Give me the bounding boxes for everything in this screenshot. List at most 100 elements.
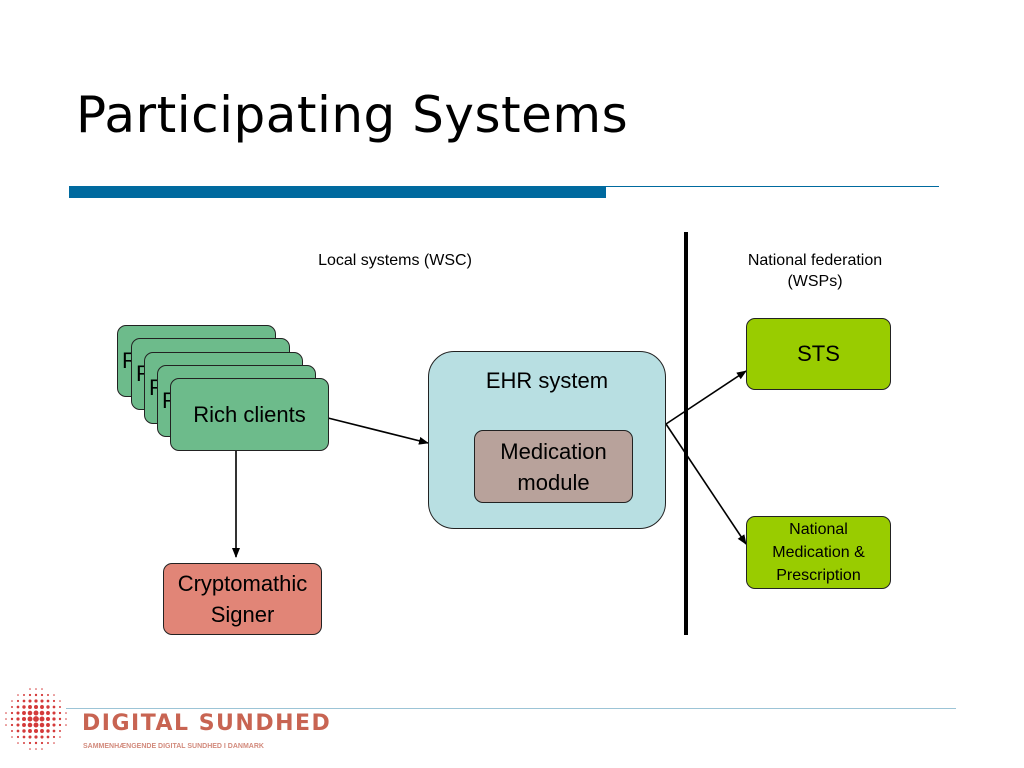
logo-dot bbox=[58, 711, 62, 715]
logo-dot bbox=[16, 717, 20, 721]
title-underline-thick bbox=[69, 186, 606, 198]
sts-box: STS bbox=[746, 318, 891, 390]
logo-dot bbox=[52, 735, 56, 739]
logo-dot bbox=[46, 705, 50, 709]
logo-dot bbox=[59, 730, 61, 732]
arrow-ehr-to-nmp bbox=[665, 423, 747, 545]
logo-dot bbox=[41, 688, 43, 690]
rich-clients-box: Rich clients bbox=[170, 378, 329, 451]
logo-dot bbox=[17, 694, 19, 696]
logo-dot bbox=[58, 723, 62, 727]
logo-dot bbox=[52, 717, 56, 721]
logo-dot bbox=[65, 712, 67, 714]
logo-dot bbox=[46, 729, 50, 733]
logo-dot bbox=[40, 729, 44, 733]
logo-dot bbox=[22, 729, 26, 733]
logo-dot bbox=[28, 705, 32, 709]
logo-dot bbox=[65, 718, 67, 720]
logo-dot bbox=[34, 699, 38, 703]
logo-dot bbox=[52, 699, 56, 703]
logo-dot bbox=[58, 717, 62, 721]
logo-dot bbox=[29, 688, 31, 690]
logo-dot bbox=[33, 704, 39, 710]
logo-dot bbox=[52, 729, 56, 733]
logo-dot bbox=[41, 748, 43, 750]
logo-name: DIGITAL SUNDHED bbox=[82, 711, 332, 736]
logo-dot bbox=[33, 728, 39, 734]
logo-dot bbox=[40, 699, 44, 703]
logo-dot bbox=[5, 712, 7, 714]
logo-dot bbox=[28, 693, 32, 697]
logo-dot bbox=[22, 699, 26, 703]
logo-dot bbox=[16, 723, 20, 727]
logo-dot bbox=[45, 716, 51, 722]
logo-dot bbox=[5, 718, 7, 720]
federation-divider bbox=[684, 232, 688, 635]
logo-dot bbox=[59, 706, 61, 708]
logo-dot bbox=[22, 735, 26, 739]
logo-dot bbox=[28, 735, 32, 739]
logo-dot bbox=[16, 729, 20, 733]
logo-dot bbox=[27, 722, 33, 728]
footer-divider bbox=[66, 708, 956, 709]
logo-dot bbox=[40, 693, 44, 697]
logo-dot bbox=[34, 693, 38, 697]
logo-dot bbox=[29, 748, 31, 750]
logo-dot bbox=[35, 748, 37, 750]
national-label-line2: (WSPs) bbox=[787, 273, 843, 290]
medication-module-box: Medication module bbox=[474, 430, 633, 503]
crypto-line2: Signer bbox=[210, 602, 275, 627]
logo-dot bbox=[27, 716, 33, 722]
logo-dot bbox=[33, 710, 39, 716]
logo-dot bbox=[5, 724, 7, 726]
national-federation-label: National federation (WSPs) bbox=[720, 250, 910, 292]
logo-dot bbox=[46, 711, 50, 715]
logo-dot bbox=[28, 729, 32, 733]
national-medication-prescription-box: National Medication & Prescription bbox=[746, 516, 891, 589]
logo-dot bbox=[52, 705, 56, 709]
logo-dot bbox=[47, 742, 49, 744]
logo-dot bbox=[33, 716, 39, 722]
logo-dot bbox=[52, 723, 56, 727]
logo-dot bbox=[16, 705, 20, 709]
national-label-line1: National federation bbox=[747, 252, 883, 269]
logo-dot bbox=[10, 711, 14, 715]
logo-dot bbox=[22, 705, 26, 709]
logo-dot bbox=[59, 736, 61, 738]
logo-dot bbox=[28, 699, 32, 703]
logo-dot bbox=[39, 716, 45, 722]
logo-dot bbox=[40, 735, 44, 739]
nmp-line2: Medication & bbox=[772, 544, 865, 561]
logo-dot bbox=[59, 700, 61, 702]
logo-dot bbox=[10, 723, 14, 727]
nmp-line1: National bbox=[789, 521, 848, 538]
logo-dot bbox=[16, 699, 20, 703]
medication-line2: module bbox=[517, 469, 590, 495]
logo-dot bbox=[28, 741, 32, 745]
logo-dot bbox=[10, 717, 14, 721]
ehr-system-label: EHR system bbox=[485, 368, 609, 393]
logo-dot bbox=[65, 724, 67, 726]
logo-dot bbox=[21, 716, 27, 722]
cryptomathic-signer-box: Cryptomathic Signer bbox=[163, 563, 322, 635]
logo-dot bbox=[39, 710, 45, 716]
nmp-line3: Prescription bbox=[776, 567, 861, 584]
logo-dot bbox=[46, 723, 50, 727]
logo-dot bbox=[11, 706, 13, 708]
logo-dot bbox=[16, 711, 20, 715]
digital-sundhed-logo-icon bbox=[5, 688, 67, 750]
arrow-ehr-to-sts bbox=[665, 370, 747, 425]
logo-dot bbox=[22, 723, 26, 727]
logo-dot bbox=[11, 700, 13, 702]
logo-tagline: SAMMENHÆNGENDE DIGITAL SUNDHED I DANMARK bbox=[83, 743, 264, 750]
logo-dot bbox=[39, 722, 45, 728]
logo-dot bbox=[35, 688, 37, 690]
title-underline-thin bbox=[606, 186, 939, 187]
logo-dot bbox=[33, 722, 39, 728]
logo-dot bbox=[27, 710, 33, 716]
logo-dot bbox=[11, 736, 13, 738]
local-systems-label: Local systems (WSC) bbox=[318, 252, 472, 269]
crypto-line1: Cryptomathic bbox=[177, 571, 308, 596]
logo-dot bbox=[40, 741, 44, 745]
